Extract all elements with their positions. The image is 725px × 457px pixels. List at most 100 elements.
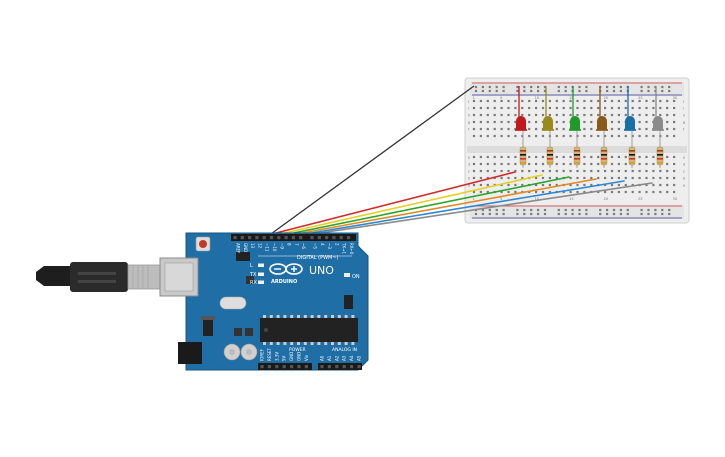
resistor[interactable] xyxy=(600,146,608,166)
resistor[interactable] xyxy=(573,146,581,166)
led[interactable] xyxy=(543,116,553,130)
analog-header[interactable] xyxy=(318,363,362,370)
analog-pin-label: A4 xyxy=(349,355,354,361)
row-letter: f xyxy=(468,128,470,132)
led[interactable] xyxy=(570,116,580,130)
row-letter: b xyxy=(683,177,686,181)
onboard-led-label: TX xyxy=(249,272,257,278)
ground-wire xyxy=(271,85,475,234)
power-led xyxy=(344,273,350,277)
analog-pin-label: A5 xyxy=(357,355,362,361)
breadboard-holes xyxy=(472,85,676,216)
analog-pin-label: A0 xyxy=(320,355,325,361)
dc-power-jack xyxy=(178,342,202,364)
top-power-rail xyxy=(470,82,684,96)
column-number: 5 xyxy=(500,197,502,201)
row-letter: e xyxy=(683,156,685,160)
reset-button-cap[interactable] xyxy=(199,240,207,248)
column-number: 1 xyxy=(473,96,475,100)
digital-pin-label: ~5 xyxy=(313,243,318,249)
led[interactable] xyxy=(653,116,663,130)
atmega328-chip xyxy=(260,315,358,345)
column-number: 1 xyxy=(473,197,475,201)
wires xyxy=(263,85,653,237)
row-letter: b xyxy=(468,177,471,181)
analog-pin-label: A1 xyxy=(327,355,332,361)
power-pin-label: RESET xyxy=(267,348,272,361)
digital-pin-label: 12 xyxy=(257,243,262,249)
brand-text: ARDUINO xyxy=(271,279,297,285)
digital-pin-label: GND xyxy=(243,243,248,252)
digital-pin-label: ~10 xyxy=(272,243,277,252)
column-number: 10 xyxy=(535,197,539,201)
column-number: 20 xyxy=(604,197,608,201)
digital-pin-label: ~3 xyxy=(327,243,332,249)
usb-strain-relief xyxy=(36,266,70,286)
digital-label: DIGITAL (PWM~) xyxy=(297,255,339,261)
digital-pin-label: ~9 xyxy=(279,243,284,249)
onboard-led-label: RX xyxy=(250,280,257,286)
power-label: POWER xyxy=(289,347,306,353)
digital-pin-label: 8 xyxy=(287,243,292,246)
usb-chip xyxy=(246,276,254,284)
row-letter: i xyxy=(683,107,684,111)
row-letter: f xyxy=(683,128,685,132)
row-letter: h xyxy=(683,114,685,118)
led[interactable] xyxy=(597,116,607,130)
column-number: 30 xyxy=(673,96,677,100)
row-letter: g xyxy=(683,121,685,125)
arduino-logo xyxy=(269,263,303,275)
digital-pin-label: RX←0 xyxy=(349,243,354,255)
column-number: 15 xyxy=(569,96,573,100)
row-letter: d xyxy=(683,163,685,167)
power-pin-label: IOREF xyxy=(260,348,265,361)
digital-pin-label: TX→1 xyxy=(342,242,347,255)
led-resistor-array xyxy=(515,86,664,168)
column-number: 15 xyxy=(569,197,573,201)
row-letter: h xyxy=(468,114,470,118)
row-letter: j xyxy=(467,100,469,104)
led[interactable] xyxy=(516,116,526,130)
row-letter: c xyxy=(683,170,685,174)
digital-pin-label: ~11 xyxy=(265,243,270,252)
led[interactable] xyxy=(625,116,635,130)
onboard-leds: L TX RX xyxy=(249,263,264,286)
resistor[interactable] xyxy=(628,146,636,166)
digital-pin-label: 2 xyxy=(334,243,339,246)
digital-pin-label: 13 xyxy=(250,243,255,249)
analog-label: ANALOG IN xyxy=(332,347,357,353)
row-letter: c xyxy=(468,170,470,174)
column-number: 30 xyxy=(673,197,677,201)
bottom-power-rail xyxy=(470,205,684,219)
usb-cable[interactable] xyxy=(36,262,161,292)
signal-wire xyxy=(299,182,653,237)
row-letter: j xyxy=(682,100,684,104)
digital-pin-label: AREF xyxy=(236,243,241,254)
icsp-header xyxy=(236,252,353,309)
usb-plug-body xyxy=(70,262,128,292)
signal-wire xyxy=(278,176,570,237)
row-letter: e xyxy=(468,156,470,160)
column-number: 20 xyxy=(604,96,608,100)
signal-wire xyxy=(270,174,543,237)
row-letter: a xyxy=(468,184,470,188)
resistor[interactable] xyxy=(546,146,554,166)
row-letter: g xyxy=(468,121,470,125)
power-pin-label: GND xyxy=(289,352,294,361)
voltage-regulator xyxy=(203,318,213,336)
analog-pin-label: A2 xyxy=(334,355,339,361)
onboard-led-label: L xyxy=(250,263,253,269)
resistor[interactable] xyxy=(519,146,527,166)
resistor[interactable] xyxy=(656,146,664,166)
power-pin-label: GND xyxy=(297,352,302,361)
analog-pin-label: A3 xyxy=(342,355,347,361)
power-pin-label: 3.3V xyxy=(274,352,279,361)
power-pin-label: Vin xyxy=(304,354,309,361)
column-number: 25 xyxy=(638,197,642,201)
